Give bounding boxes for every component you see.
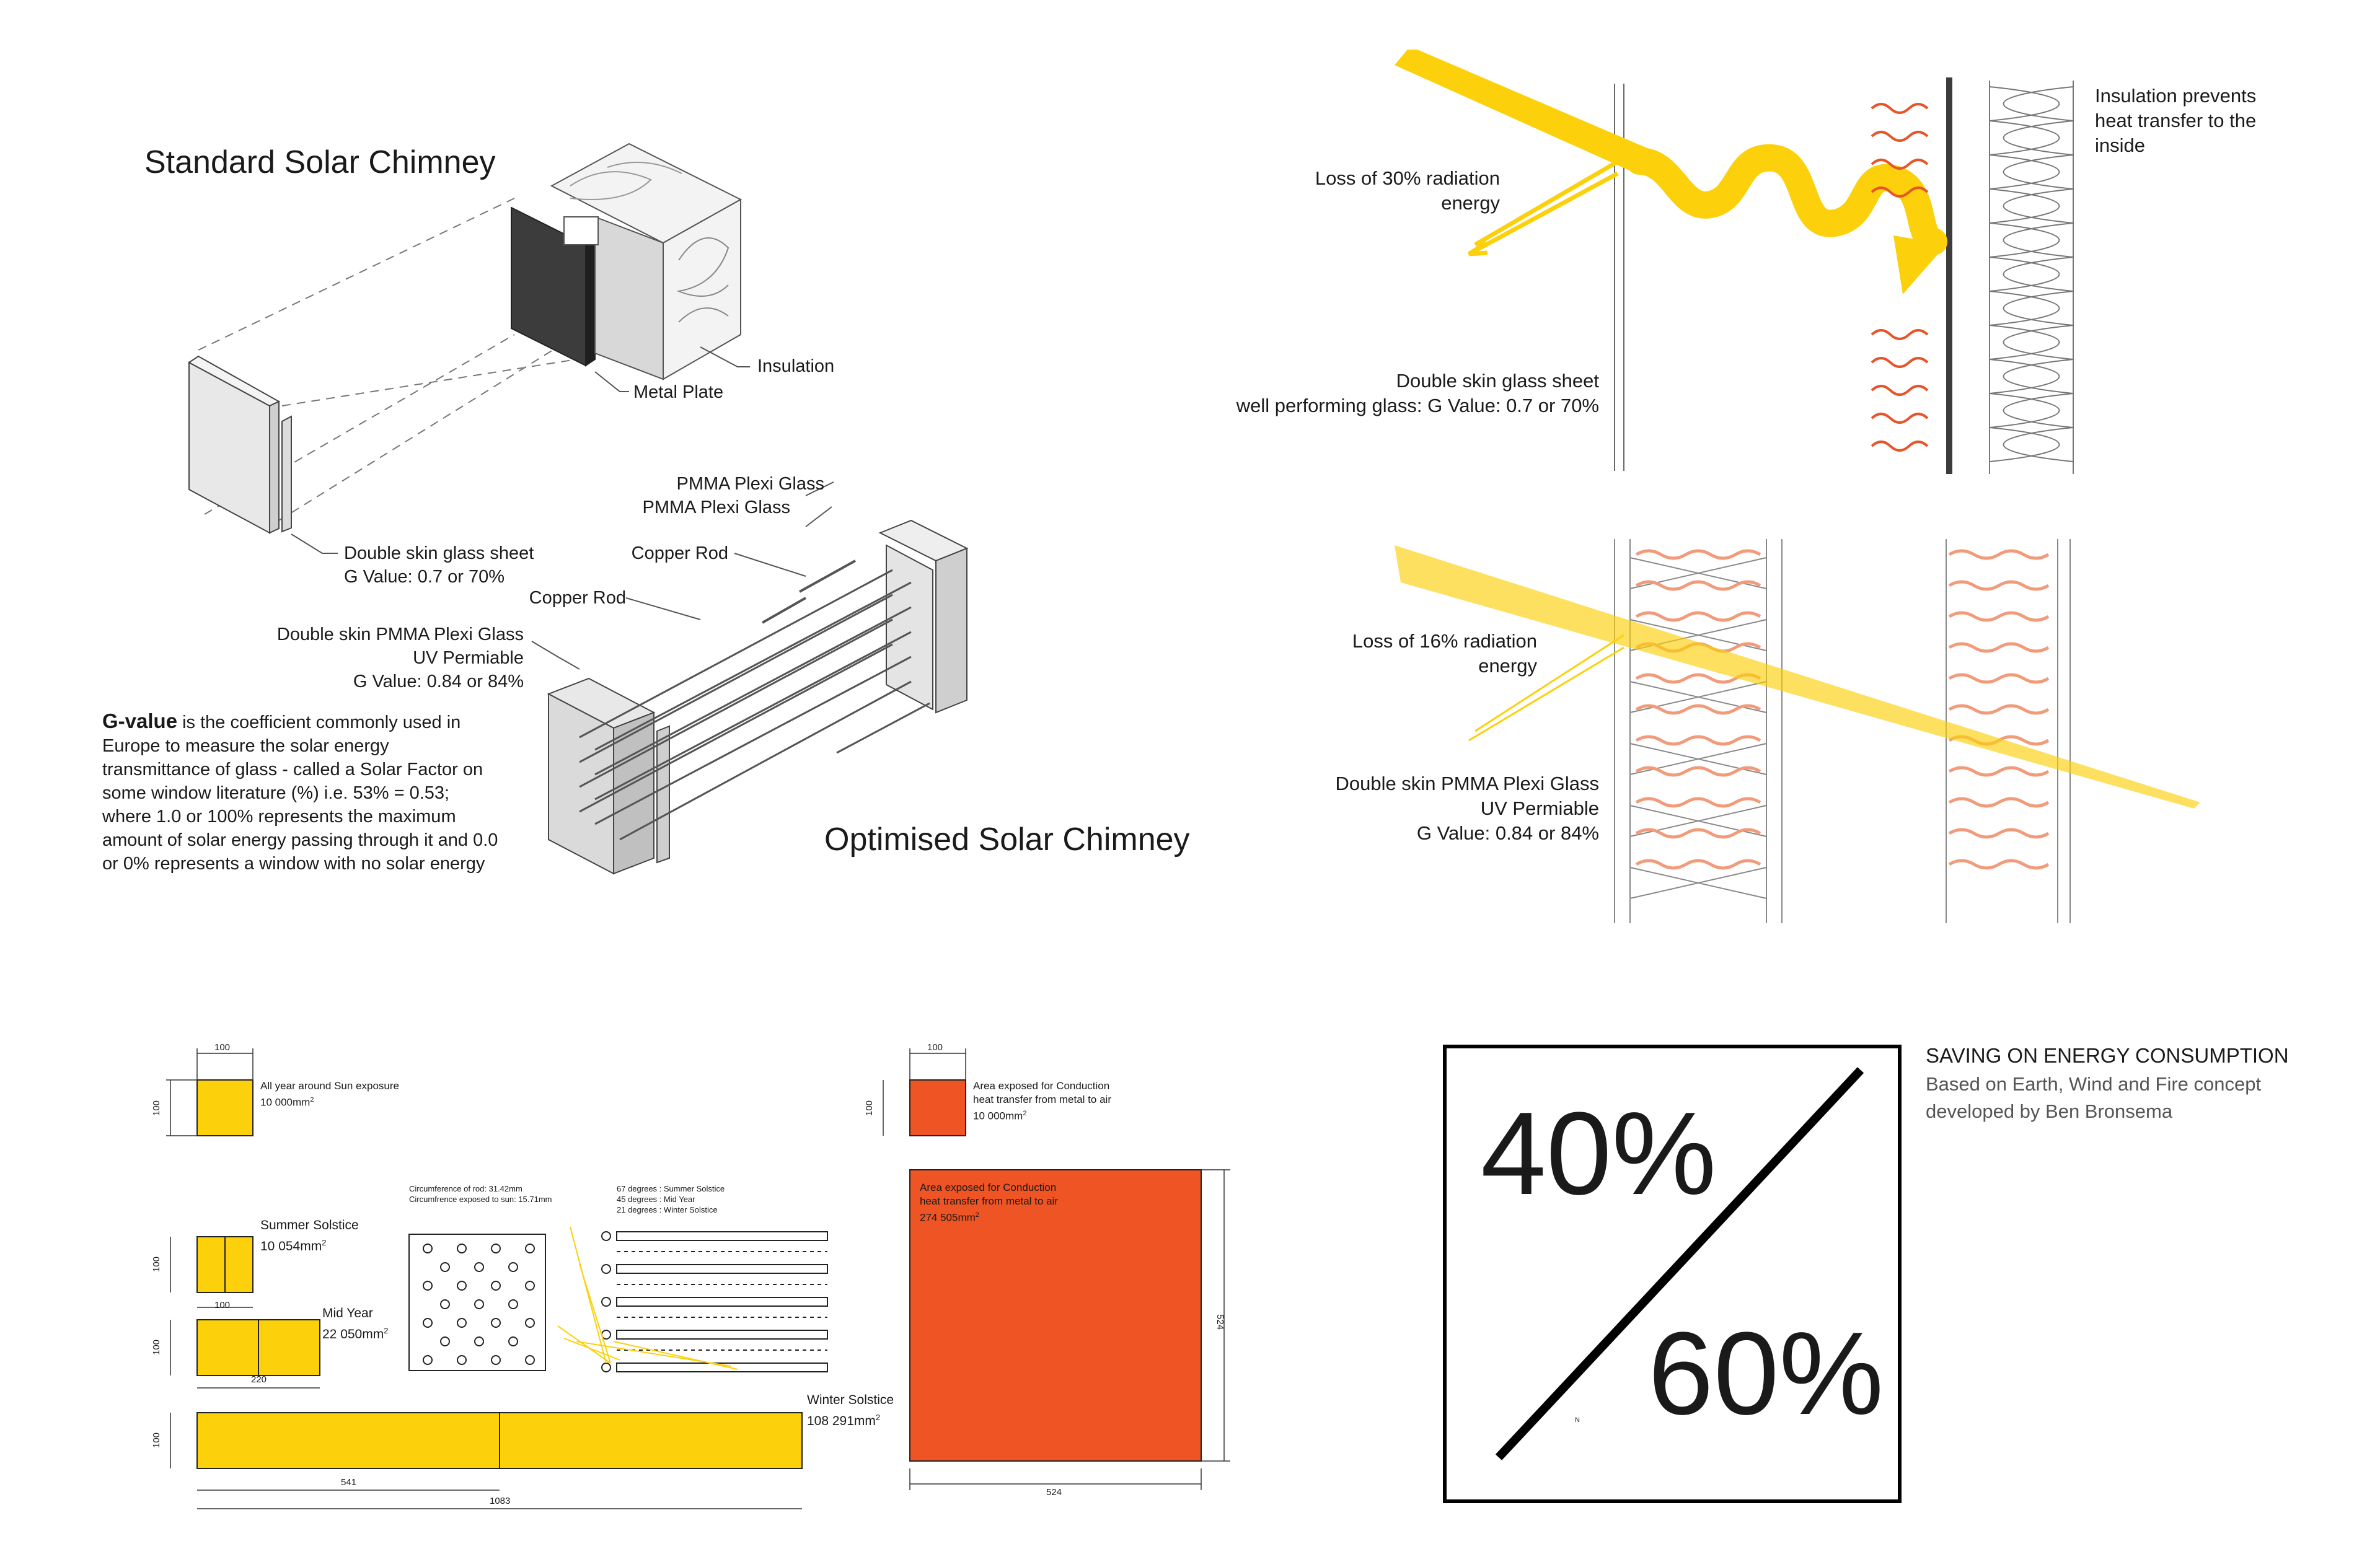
- dim-summer-h: 100: [151, 1256, 162, 1273]
- insulation-prevents-label: Insulation prevents heat transfer to the…: [2095, 85, 2257, 156]
- heat-waves-top: [1871, 103, 1929, 452]
- all-year-label: All year around Sun exposure 10 000mm2: [260, 1080, 399, 1108]
- dim-mid-h: 100: [151, 1339, 162, 1356]
- rod-circumference-label: Circumference of rod: 31.42mm Circumfren…: [409, 1184, 552, 1204]
- dim-cond-big-h: 524: [1215, 1314, 1226, 1330]
- pmma-panel-left: [1614, 539, 1783, 923]
- radiation-diagrams: [1395, 50, 2200, 923]
- pmma-label-1: PMMA Plexi Glass: [676, 474, 825, 494]
- dim-winter-half: 541: [341, 1477, 357, 1488]
- exposure-diagram: [166, 1048, 1230, 1509]
- loss-30-label: Loss of 30% radiation energy: [1315, 167, 1500, 214]
- g-value-text: is the coefficient commonly used in Euro…: [102, 713, 498, 874]
- optimised-chimney: [547, 519, 969, 875]
- summer-label: Summer Solstice 10 054mm2: [260, 1218, 359, 1253]
- sun-angle-lines: [557, 1226, 738, 1370]
- dim-cond-small-w: 100: [927, 1042, 943, 1053]
- chimney-drawings: [188, 143, 969, 875]
- copper-rod-label-1: Copper Rod: [631, 543, 728, 563]
- insulation-top: [1989, 81, 2074, 474]
- saving-value-40: 40%: [1481, 1088, 1717, 1219]
- pmma-waves-right: [1948, 549, 2050, 870]
- g-value-term: G-value: [102, 709, 178, 732]
- pmma-waves-left: [1635, 549, 1761, 870]
- dim-cond-big-w: 524: [1046, 1487, 1062, 1498]
- dim-winter-full: 1083: [490, 1496, 511, 1506]
- sun-angles-label: 67 degrees : Summer Solstice 45 degrees …: [617, 1184, 725, 1214]
- pmma-uv-label: Double skin PMMA Plexi Glass UV Permiabl…: [1335, 773, 1599, 844]
- sun-beam-mid: [1395, 545, 2200, 809]
- glass-sheet-label: Double skin glass sheet G Value: 0.7 or …: [344, 543, 534, 587]
- insulation-label: Insulation: [757, 356, 835, 376]
- sun-beam-top: [1395, 50, 1947, 294]
- conduction-big-label: Area exposed for Conduction heat transfe…: [920, 1182, 1058, 1224]
- metal-plate-top: [1946, 77, 1952, 474]
- copper-rod-label-2: Copper Rod: [529, 588, 626, 608]
- pmma-label-2: PMMA Plexi Glass: [642, 498, 791, 517]
- glass-performance-label: Double skin glass sheet well performing …: [1236, 370, 1599, 416]
- north-marker: N: [1575, 1416, 1580, 1424]
- glass-sheet-standard: [188, 355, 292, 534]
- mid-year-label: Mid Year 22 050mm2: [322, 1306, 389, 1341]
- sq-conduction-big: [909, 1169, 1202, 1462]
- saving-description: Based on Earth, Wind and Fire concept de…: [1926, 1073, 2262, 1122]
- dim-summer-w: 100: [214, 1300, 231, 1310]
- saving-value-60: 60%: [1648, 1308, 1884, 1439]
- g-value-description: G-value is the coefficient commonly used…: [102, 709, 499, 875]
- optimised-chimney-title: Optimised Solar Chimney: [824, 822, 1190, 858]
- rod-circles: [423, 1244, 535, 1365]
- saving-ratio-box: 40% 60% N: [1443, 1045, 1902, 1503]
- double-skin-pmma-label: Double skin PMMA Plexi Glass UV Permiabl…: [276, 625, 524, 691]
- saving-heading: SAVING ON ENERGY CONSUMPTION: [1926, 1044, 2289, 1067]
- metal-plate: [511, 206, 596, 367]
- dim-winter-h: 100: [151, 1432, 162, 1449]
- dimension-lines: [166, 1048, 1230, 1509]
- rod-grid-frame: [408, 1234, 546, 1371]
- dim-mid-w: 220: [251, 1374, 267, 1385]
- winter-label: Winter Solstice 108 291mm2: [807, 1393, 894, 1428]
- dim-sq1-h: 100: [151, 1100, 162, 1117]
- rods-side: [601, 1231, 828, 1372]
- sq-conduction-small: [909, 1079, 966, 1136]
- standard-chimney-title: Standard Solar Chimney: [144, 144, 496, 180]
- dim-cond-small-h: 100: [864, 1100, 875, 1117]
- ratio-diagonal: [1495, 1067, 1864, 1460]
- metal-plate-label: Metal Plate: [633, 382, 724, 402]
- sq-all-year: [196, 1079, 253, 1136]
- conduction-small-label: Area exposed for Conduction heat transfe…: [973, 1080, 1111, 1122]
- dim-sq1-w: 100: [214, 1042, 231, 1053]
- insulation-cube: [550, 143, 743, 380]
- loss-16-label: Loss of 16% radiation energy: [1352, 630, 1537, 677]
